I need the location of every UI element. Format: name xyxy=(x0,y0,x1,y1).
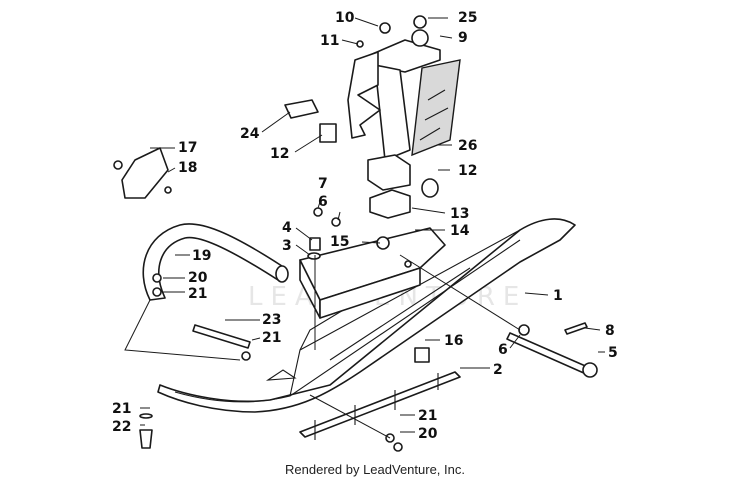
callout-4: 4 xyxy=(282,220,292,236)
callout-25: 25 xyxy=(458,10,477,26)
callout-22: 22 xyxy=(112,419,131,435)
callout-13: 13 xyxy=(450,206,469,222)
callout-7: 7 xyxy=(318,176,328,192)
callouts: 10 25 11 9 24 12 26 17 18 12 7 6 13 4 3 … xyxy=(112,10,618,442)
callout-9: 9 xyxy=(458,30,468,46)
callout-20-bottom: 20 xyxy=(418,426,438,442)
callout-26: 26 xyxy=(458,138,477,154)
callout-15: 15 xyxy=(330,234,349,250)
callout-17: 17 xyxy=(178,140,197,156)
callout-10: 10 xyxy=(335,10,355,26)
callout-6-lower: 6 xyxy=(498,342,508,358)
callout-18: 18 xyxy=(178,160,197,176)
callout-21-mid: 21 xyxy=(262,330,281,346)
callout-8: 8 xyxy=(605,323,615,339)
callout-1: 1 xyxy=(553,288,563,304)
callout-11: 11 xyxy=(320,33,339,49)
bracket-17 xyxy=(113,147,172,199)
callout-12-right: 12 xyxy=(458,163,477,179)
callout-2: 2 xyxy=(493,362,503,378)
bushing-12b xyxy=(421,178,439,198)
rendered-by-footer: Rendered by LeadVenture, Inc. xyxy=(285,462,465,477)
hardware-small xyxy=(139,207,598,452)
spindle-mount xyxy=(299,227,446,319)
wear-bar xyxy=(299,371,461,440)
callout-20-left: 20 xyxy=(188,270,208,286)
callout-12-upper: 12 xyxy=(270,146,289,162)
block-13 xyxy=(369,189,411,219)
callout-14: 14 xyxy=(450,223,470,239)
callout-23: 23 xyxy=(262,312,281,328)
callout-19: 19 xyxy=(192,248,211,264)
bushing-24 xyxy=(284,99,319,119)
leader-lines xyxy=(124,17,605,439)
spindle-assembly xyxy=(347,15,461,161)
callout-3: 3 xyxy=(282,238,292,254)
callout-6-upper: 6 xyxy=(318,194,328,210)
spindle-block xyxy=(367,154,411,191)
callout-21-left: 21 xyxy=(188,286,207,302)
bushing-12a xyxy=(319,123,337,143)
ski-body xyxy=(157,218,576,413)
callout-16: 16 xyxy=(444,333,463,349)
callout-21-bottom-left: 21 xyxy=(112,401,131,417)
callout-21-bottom-right: 21 xyxy=(418,408,437,424)
callout-24: 24 xyxy=(240,126,260,142)
callout-5: 5 xyxy=(608,345,618,361)
